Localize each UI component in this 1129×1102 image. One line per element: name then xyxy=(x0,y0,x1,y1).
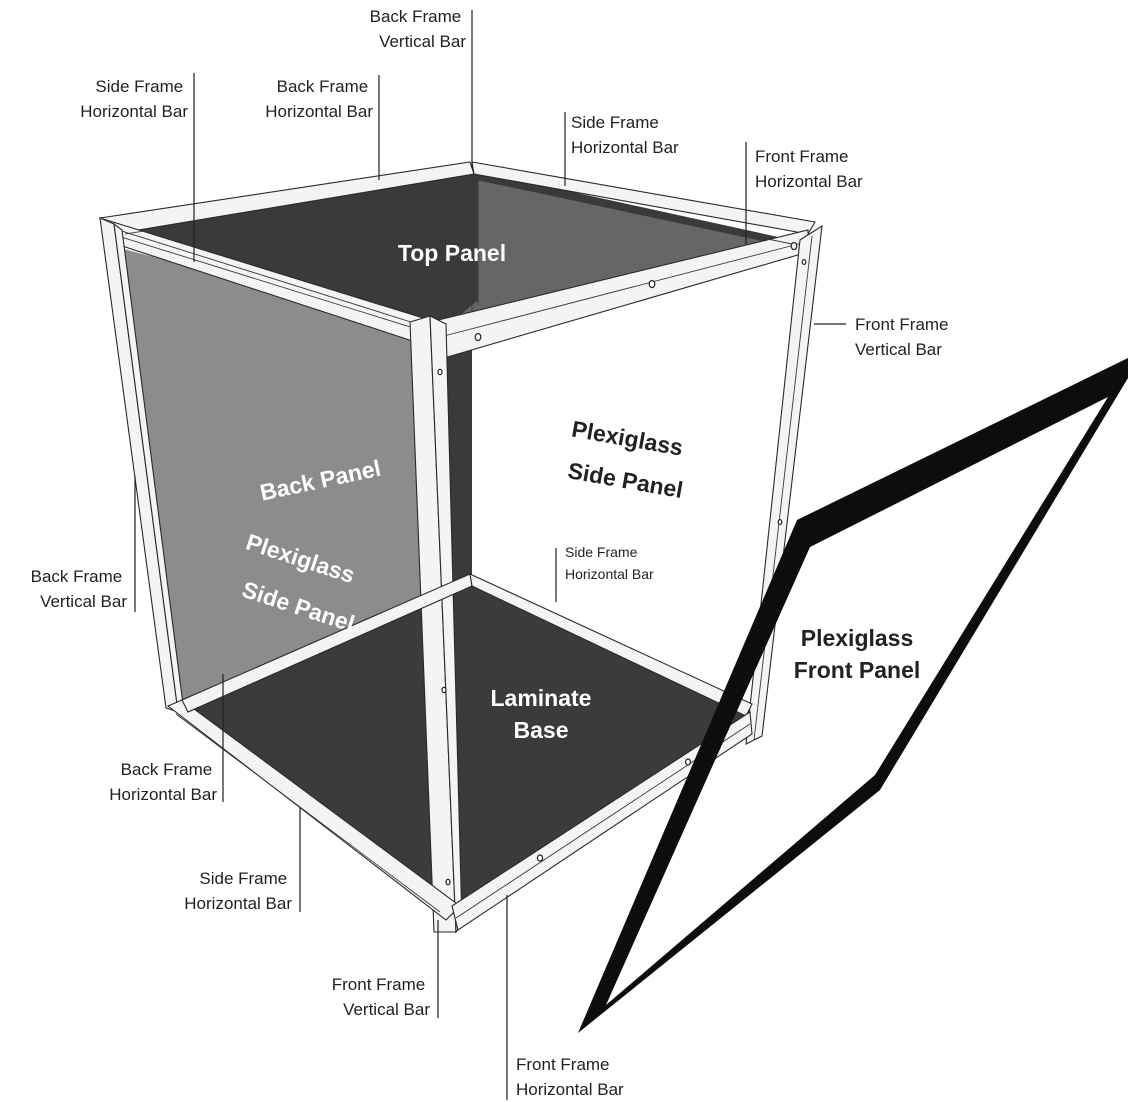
callout-side-frame-horizontal-top-left: Side Frame Horizontal Bar xyxy=(80,77,188,121)
callout-labels: Back Frame Vertical Bar Side Frame Horiz… xyxy=(31,7,953,1099)
rail-detail-1 xyxy=(117,235,421,331)
leader-lines xyxy=(134,10,846,1100)
front-panel xyxy=(578,358,1128,1033)
top-panel-reflection xyxy=(452,180,785,322)
screw-hole xyxy=(648,279,656,289)
frame xyxy=(98,161,823,934)
post-detail xyxy=(753,235,813,741)
screw-hole xyxy=(790,241,798,251)
front-panel-label-2: Front Panel xyxy=(794,657,921,683)
screw-hole xyxy=(684,758,691,766)
bottom-front-rail xyxy=(451,711,753,931)
top-panel-label: Top Panel xyxy=(398,240,506,266)
callout-front-frame-horizontal-bottom: Front Frame Horizontal Bar xyxy=(516,1055,624,1099)
callout-front-frame-horizontal-top: Front Frame Horizontal Bar xyxy=(755,147,863,191)
screw-hole xyxy=(536,854,544,862)
screw-hole xyxy=(777,518,783,525)
laminate-base-label-2: Base xyxy=(514,717,569,743)
screw-hole xyxy=(801,259,807,266)
callout-back-frame-vertical-left: Back Frame Vertical Bar xyxy=(31,567,128,611)
callout-back-frame-horizontal-bottom: Back Frame Horizontal Bar xyxy=(109,760,217,804)
callout-back-frame-vertical-top: Back Frame Vertical Bar xyxy=(370,7,467,51)
callout-front-frame-vertical-bottom: Front Frame Vertical Bar xyxy=(332,975,431,1019)
callout-side-frame-horizontal-bottom: Side Frame Horizontal Bar xyxy=(184,869,292,913)
rail-detail-6 xyxy=(175,713,441,913)
rail-detail-3 xyxy=(443,241,807,337)
callout-side-frame-horizontal-top-right: Side Frame Horizontal Bar xyxy=(571,113,679,157)
front-panel-label-1: Plexiglass xyxy=(801,625,914,651)
screw-hole xyxy=(437,368,443,376)
screw-hole xyxy=(445,878,451,886)
laminate-base-label-1: Laminate xyxy=(491,685,592,711)
rail-detail-5 xyxy=(477,179,793,245)
callout-front-frame-vertical-right: Front Frame Vertical Bar xyxy=(855,315,953,359)
laminate-base xyxy=(180,578,750,912)
front-panel-frame xyxy=(578,358,1128,1033)
screw-hole xyxy=(474,332,482,342)
callout-back-frame-horizontal-top: Back Frame Horizontal Bar xyxy=(265,77,373,121)
rail-detail-4 xyxy=(124,179,473,235)
rail-detail-2 xyxy=(111,227,431,329)
interior-shadow xyxy=(446,335,472,600)
callout-side-frame-horizontal-inner: Side Frame Horizontal Bar xyxy=(565,544,654,582)
screw-hole xyxy=(441,686,447,694)
